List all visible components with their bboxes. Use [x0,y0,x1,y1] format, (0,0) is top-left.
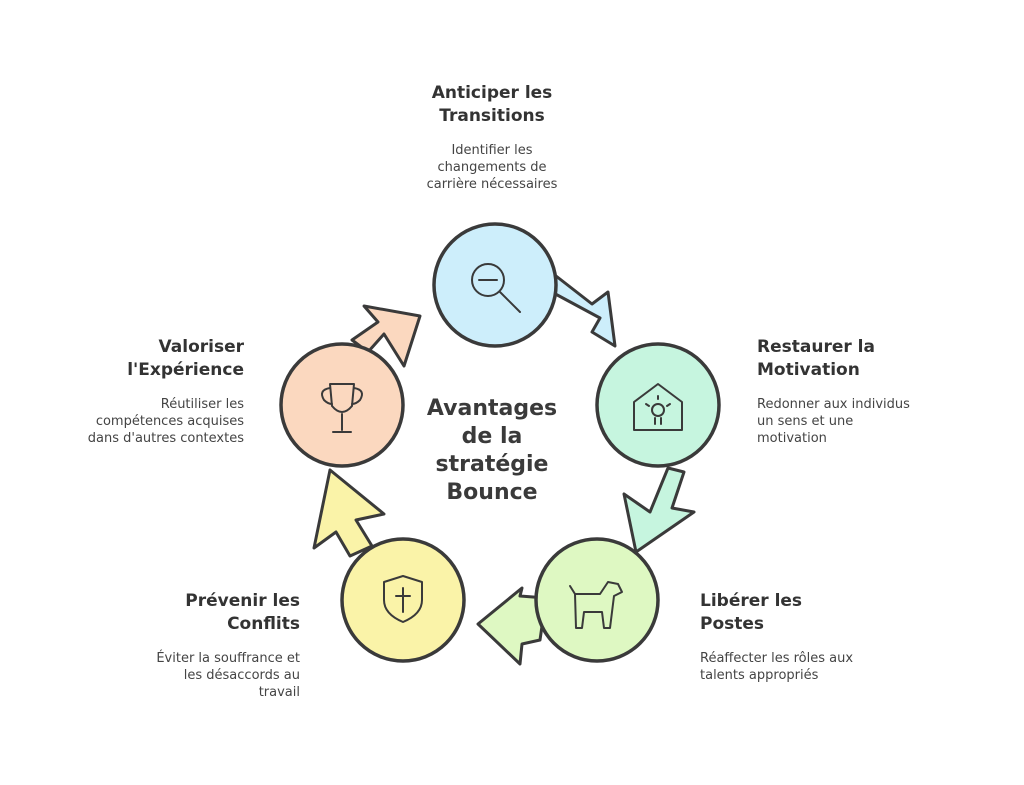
label-liberer: Libérer les Postes Réaffecter les rôles … [700,590,900,684]
step-desc-line: travail [258,685,300,700]
step-title-line: Conflits [227,614,300,634]
step-title-line: Postes [700,614,765,634]
center-title-line: Bounce [446,480,538,505]
step-desc-line: Réutiliser les [160,397,244,412]
arrow-prevenir-to-valoriser [312,468,386,558]
step-title-line: Prévenir les [185,591,300,611]
cycle-arrows [312,274,696,666]
node-liberer [534,537,660,663]
center-title-line: de la [461,424,523,449]
label-valoriser: Valoriser l'Expérience Réutiliser les co… [44,336,244,447]
center-title-line: stratégie [435,452,549,477]
step-desc-line: un sens et une [757,414,854,429]
center-title: Avantages de la stratégie Bounce [402,395,582,507]
step-desc-line: dans d'autres contextes [87,431,244,446]
node-valoriser [279,342,405,468]
step-desc-line: compétences acquises [95,414,244,429]
step-title-line: Valoriser [158,337,244,357]
step-desc-line: Identifier les [451,143,533,158]
arrow-anticiper-to-restaurer [546,274,617,348]
arrow-liberer-to-prevenir [476,586,548,666]
step-title-line: Restaurer la [757,337,875,357]
step-desc-line: Redonner aux individus [757,397,910,412]
trophy-icon [321,383,363,433]
step-title-line: l'Expérience [127,360,244,380]
step-desc-line: les désaccords au [183,668,300,683]
step-title-line: Transitions [439,106,545,126]
step-desc-line: changements de [437,160,547,175]
node-anticiper [432,222,558,348]
label-restaurer: Restaurer la Motivation Redonner aux ind… [757,336,957,447]
step-title-line: Libérer les [700,591,803,611]
center-title-line: Avantages [426,396,558,421]
label-prevenir: Prévenir les Conflits Éviter la souffran… [100,590,300,701]
step-title-line: Motivation [757,360,860,380]
shield-cross-icon [383,575,423,623]
dog-icon [569,581,623,629]
step-desc-line: Éviter la souffrance et [156,651,300,666]
step-title-line: Anticiper les [431,83,553,103]
arrow-valoriser-to-anticiper [350,304,422,368]
step-desc-line: talents appropriés [700,668,819,683]
label-anticiper: Anticiper les Transitions Identifier les… [392,82,592,193]
arrow-restaurer-to-liberer [622,466,696,554]
step-desc-line: motivation [757,431,827,446]
step-desc-line: carrière nécessaires [426,177,558,192]
lightbulb-house-icon [633,383,683,431]
step-desc-line: Réaffecter les rôles aux [700,651,854,666]
magnifier-icon [471,263,521,313]
